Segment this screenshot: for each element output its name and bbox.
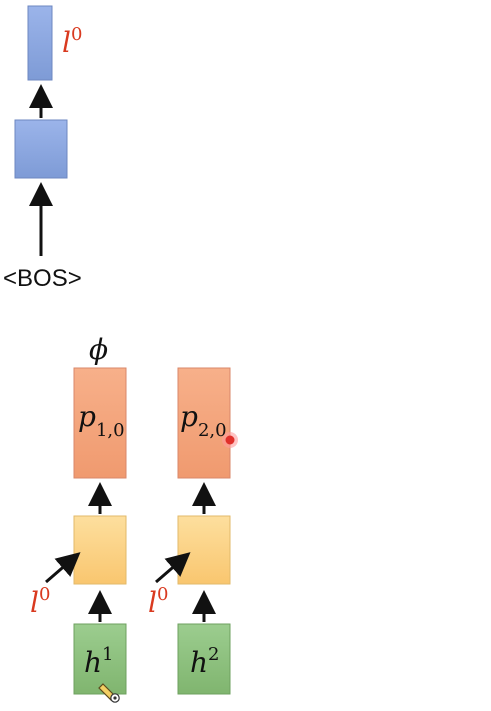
laser-pointer — [222, 432, 238, 448]
bos-label: <BOS> — [3, 265, 82, 292]
hidden-box-1 — [73, 623, 127, 695]
hidden-label-1: h1 — [84, 644, 114, 679]
pen-cursor-icon — [98, 683, 120, 703]
prob-box-1 — [73, 367, 127, 479]
prob-label-2: p2,0 — [180, 400, 227, 441]
top-output-label: l0 — [62, 24, 82, 59]
prob-box-2 — [177, 367, 231, 479]
bottom-decoder-group: ϕ p1,0 l0 h1 p2,0 — [30, 333, 231, 695]
col2-side-arrow — [155, 552, 191, 584]
col1-side-arrow — [45, 552, 81, 584]
side-label-1: l0 — [30, 584, 50, 619]
phi-symbol: ϕ — [89, 333, 108, 366]
laser-pointer-dot — [225, 435, 235, 445]
top-hidden-box — [14, 119, 68, 179]
hidden-box-2 — [177, 623, 231, 695]
top-decoder-group: l0 <BOS> — [3, 5, 82, 292]
yellow-box-1 — [73, 515, 127, 585]
side-label-2: l0 — [148, 584, 168, 619]
column-2: p2,0 l0 h2 — [148, 367, 231, 695]
column-1: p1,0 l0 h1 — [30, 367, 127, 695]
top-output-box — [27, 5, 53, 81]
hidden-label-2: h2 — [190, 644, 220, 679]
yellow-box-2 — [177, 515, 231, 585]
prob-label-1: p1,0 — [78, 400, 125, 441]
